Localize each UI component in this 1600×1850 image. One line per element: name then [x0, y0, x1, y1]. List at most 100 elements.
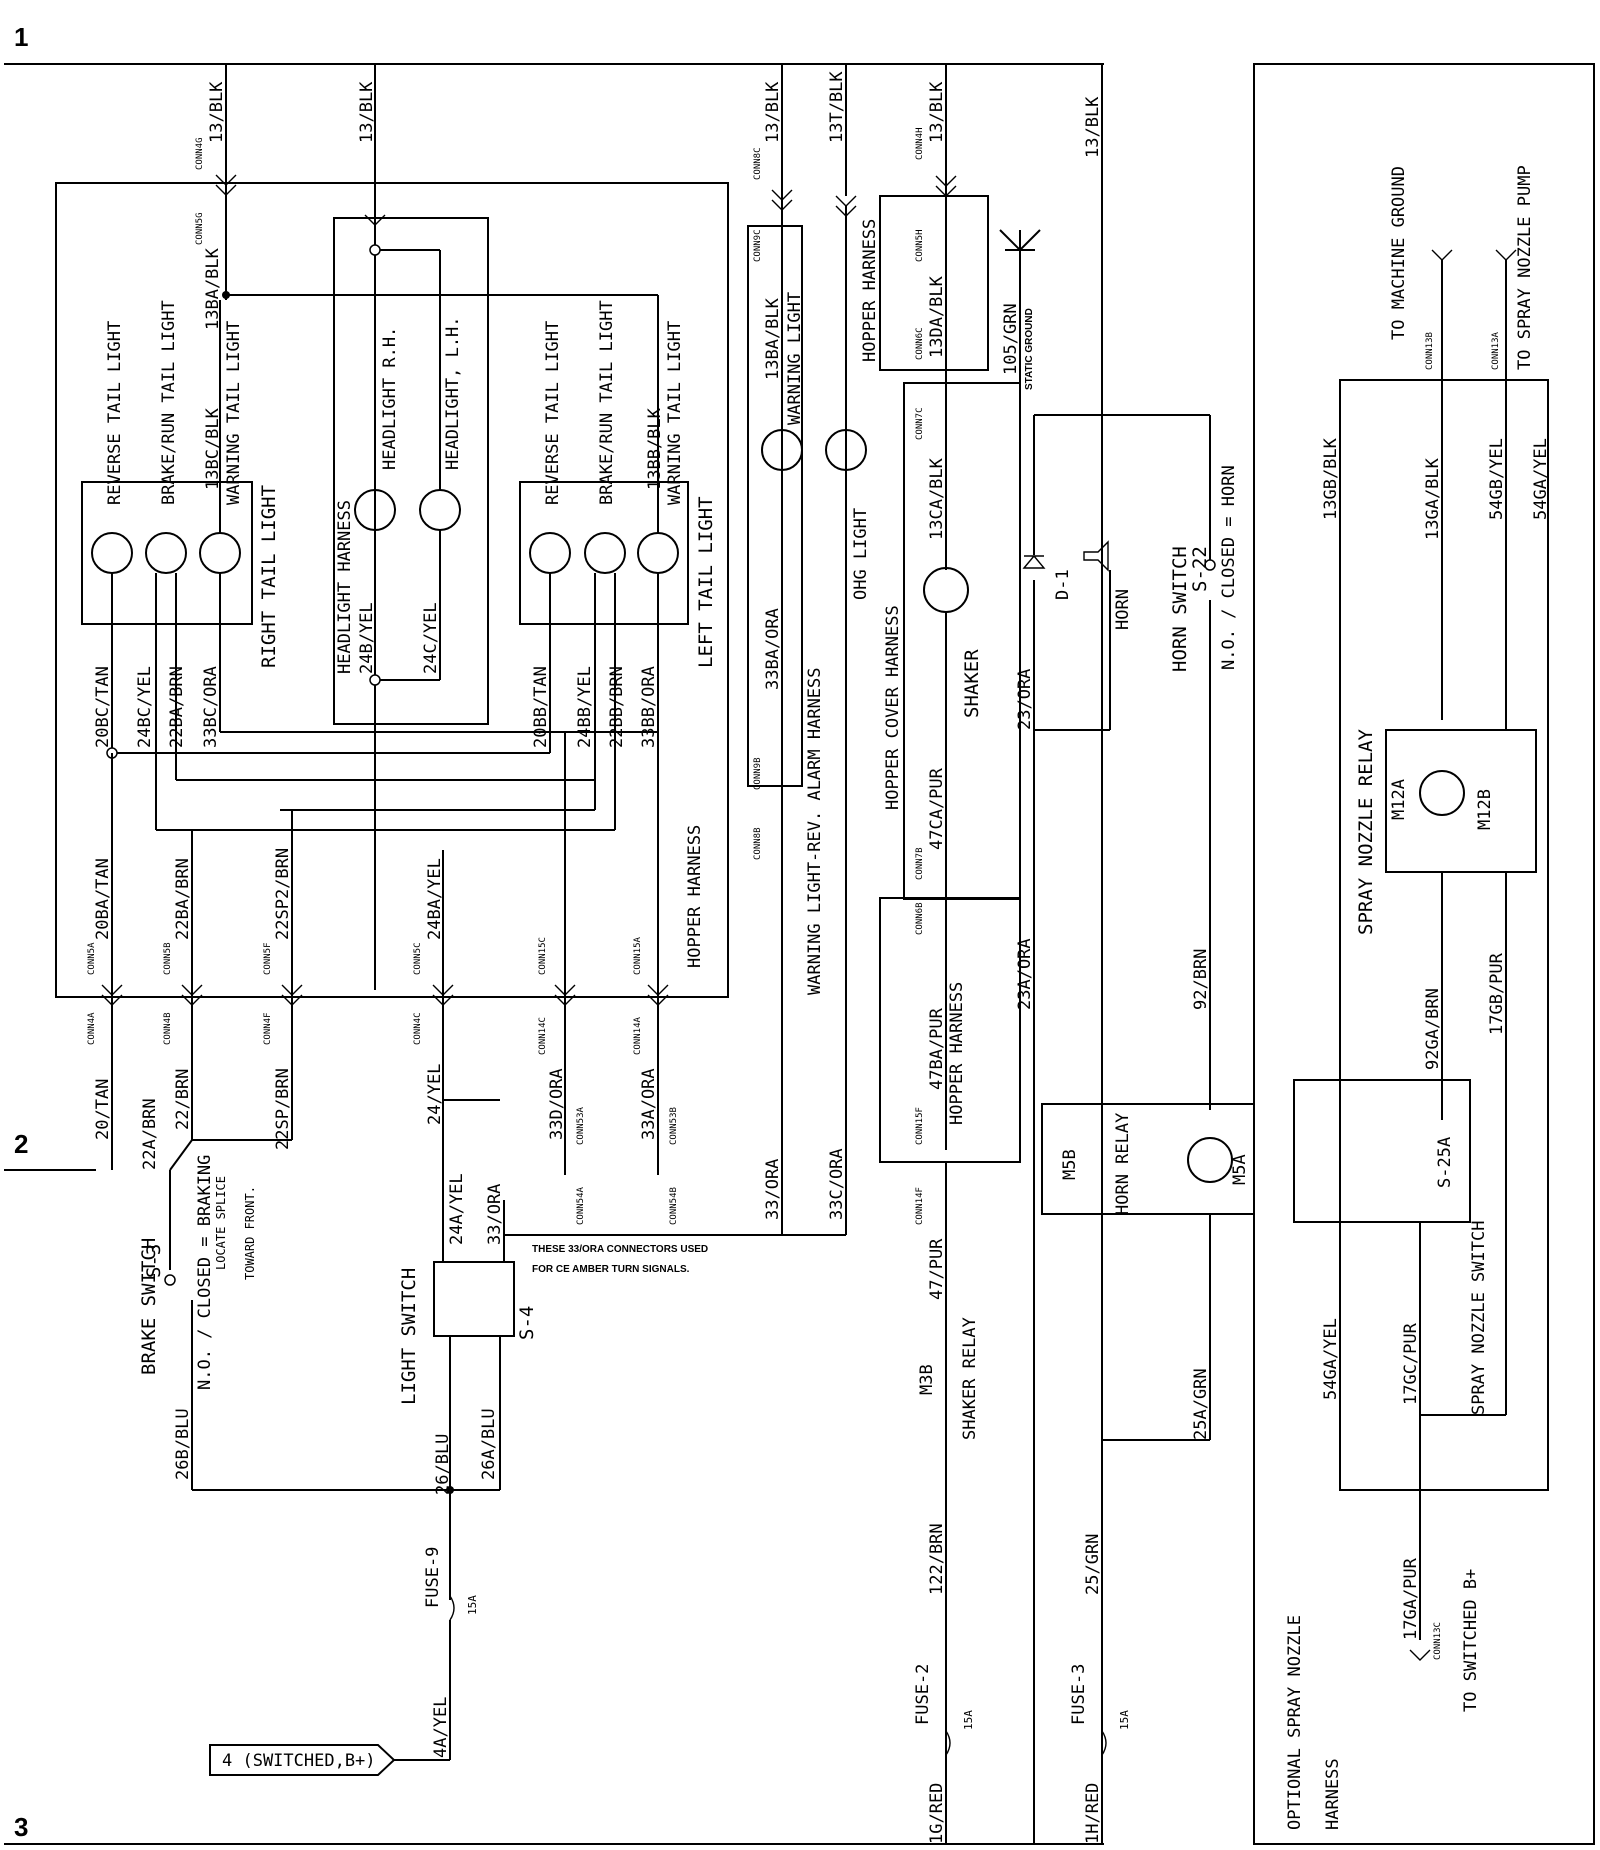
- warning-alarm-harness-label: WARNING LIGHT-REV. ALARM HARNESS: [805, 667, 825, 995]
- wire-25grn-label: 25/GRN: [1083, 1534, 1103, 1595]
- warning-light-box: [747, 225, 803, 787]
- warning-lamp-l: [637, 532, 679, 574]
- wire-24bbyel-label: 24BB/YEL: [575, 666, 595, 748]
- wire-26bblu-label: 26B/BLU: [173, 1408, 193, 1480]
- wire-22aberrn-label: 22A/BRN: [140, 1098, 160, 1170]
- right-tail-light-label: RIGHT TAIL LIGHT: [258, 485, 280, 668]
- wire-24byel-label: 24B/YEL: [357, 602, 377, 674]
- wire-13blk-label-c: 13/BLK: [763, 81, 783, 143]
- wire-22spbrn-label: 22SP/BRN: [273, 1068, 293, 1150]
- conn53a-label: CONN53A: [576, 1106, 586, 1145]
- wire-122brn-label: 122/BRN: [927, 1523, 947, 1595]
- brake-note-1: N.O. / CLOSED = BRAKING: [195, 1155, 215, 1390]
- horn-label: HORN: [1113, 589, 1133, 630]
- wire-33ora2-label: 33/ORA: [485, 1184, 505, 1245]
- conn15c-label: CONN15C: [538, 937, 548, 975]
- wire-13bablk-b-label: 13BA/BLK: [763, 297, 783, 380]
- s25a-label: S-25A: [1435, 1137, 1455, 1188]
- switched-b-box: [209, 1744, 396, 1776]
- spray-nozzle-switch-label: SPRAY NOZZLE SWITCH: [1469, 1221, 1489, 1415]
- light-switch-label: LIGHT SWITCH: [398, 1268, 420, 1405]
- conn6b-label: CONN6B: [915, 902, 925, 935]
- wire-17gcpur-label: 17GC/PUR: [1401, 1322, 1421, 1405]
- conn13c-label: CONN13C: [1433, 1622, 1443, 1660]
- headlight-rh-label: HEADLIGHT R.H.: [380, 327, 400, 470]
- m3b-label: M3B: [917, 1364, 937, 1395]
- reverse-lamp-r: [91, 532, 133, 574]
- conn5b-label: CONN5B: [163, 942, 173, 975]
- corner-mark-3: 3: [14, 1812, 28, 1842]
- headlight-harness-box: [333, 217, 489, 725]
- wire-13bcblk-label: 13BC/BLK: [203, 407, 223, 490]
- wire-25agrn-label: 25A/GRN: [1191, 1368, 1211, 1440]
- fuse2-symbol: [945, 1730, 951, 1756]
- conn13a-label: CONN13A: [1491, 331, 1501, 370]
- wire-1gred-label: 1G/RED: [927, 1783, 947, 1844]
- fuse3-amp: 15A: [1118, 1710, 1131, 1730]
- hopper-harness-1-label: HOPPER HARNESS: [685, 825, 705, 968]
- spray-nozzle-relay-box: [1385, 729, 1537, 873]
- conn54a-label: CONN54A: [576, 1186, 586, 1225]
- brake-lamp-l: [584, 532, 626, 574]
- spray-nozzle-relay-label: SPRAY NOZZLE RELAY: [1355, 729, 1377, 935]
- wire-47capur-label: 47CA/PUR: [927, 767, 947, 850]
- conn54b-label: CONN54B: [669, 1187, 679, 1225]
- wire-33bbora-label: 33BB/ORA: [639, 666, 659, 748]
- wire-13blk-label-a: 13/BLK: [207, 81, 227, 143]
- m12b-label: M12B: [1475, 789, 1495, 830]
- wire-13dablk-label: 13DA/BLK: [927, 275, 947, 358]
- spray-nozzle-switch-box: [1293, 1079, 1471, 1223]
- wire-47pur-label: 47/PUR: [927, 1238, 947, 1300]
- wire-13gbblk-label: 13GB/BLK: [1321, 437, 1341, 520]
- wire-24yel-label: 24/YEL: [425, 1064, 445, 1125]
- horn-switch-note: N.O. / CLOSED = HORN: [1219, 465, 1239, 670]
- spray-outer-box: [1339, 379, 1549, 1491]
- reverse-tail-light-l-label: REVERSE TAIL LIGHT: [543, 321, 563, 505]
- wire-54gayel2-label: 54GA/YEL: [1321, 1318, 1341, 1400]
- warning-lamp-r: [199, 532, 241, 574]
- conn4b-label: CONN4B: [163, 1012, 173, 1045]
- static-ground-label: STATIC GROUND: [1024, 308, 1035, 390]
- conn13b-label: CONN13B: [1425, 332, 1435, 370]
- wire-13gablk-label: 13GA/BLK: [1423, 457, 1443, 540]
- conn5f-label: CONN5F: [263, 942, 273, 975]
- conn4f-label: CONN4F: [263, 1012, 273, 1045]
- conn9b-label: CONN9B: [753, 757, 763, 790]
- wire-24cyel-label: 24C/YEL: [421, 602, 441, 674]
- to-spray-nozzle-pump-label: TO SPRAY NOZZLE PUMP: [1515, 165, 1535, 370]
- m5a-coil: [1187, 1137, 1233, 1183]
- wire-33dora-label: 33D/ORA: [547, 1068, 567, 1140]
- optional-label-1: OPTIONAL SPRAY NOZZLE: [1285, 1615, 1305, 1830]
- conn14f-label: CONN14F: [915, 1187, 925, 1225]
- conn5g-label: CONN5G: [195, 212, 205, 245]
- conn4c-label: CONN4C: [413, 1012, 423, 1045]
- m12a-label: M12A: [1389, 779, 1409, 820]
- conn7c-label: CONN7C: [915, 407, 925, 440]
- corner-mark-2: 2: [14, 1129, 28, 1159]
- headlight-harness-label: HEADLIGHT HARNESS: [335, 500, 355, 674]
- hopper-harness-3-box: [879, 897, 1021, 1163]
- fuse2-amp: 15A: [962, 1710, 975, 1730]
- wire-22babrn-label: 22BA/BRN: [167, 666, 187, 748]
- wire-13cablk-label: 13CA/BLK: [927, 457, 947, 540]
- wire-33baora-label: 33BA/ORA: [763, 608, 783, 690]
- fuse9-amp: 15A: [466, 1595, 479, 1615]
- brake-note-2: LOCATE SPLICE: [214, 1176, 228, 1270]
- fuse3-symbol: [1101, 1730, 1107, 1756]
- wire-54gbyel-label: 54GB/YEL: [1487, 438, 1507, 520]
- warning-light-label: WARNING LIGHT: [785, 292, 805, 425]
- hopper-cover-harness-box: [903, 382, 1021, 900]
- wire-13blk-label-d: 13/BLK: [927, 81, 947, 143]
- wire-22bbbrn-label: 22BB/BRN: [607, 666, 627, 748]
- conn14a-label: CONN14A: [633, 1016, 643, 1055]
- wire-22babrn2-label: 22BA/BRN: [173, 858, 193, 940]
- wire-13tblk-label: 13T/BLK: [827, 71, 847, 143]
- headlight-rh-lamp: [354, 489, 396, 531]
- wire-26blu-label: 26/BLU: [433, 1434, 453, 1495]
- horn-symbol: [1083, 540, 1109, 572]
- wire-13blk-label-e: 13/BLK: [1083, 96, 1103, 158]
- left-tail-light-box: [519, 481, 689, 625]
- wire-92gabrn-label: 92GA/BRN: [1423, 988, 1443, 1070]
- hopper-harness-3-label: HOPPER HARNESS: [947, 982, 967, 1125]
